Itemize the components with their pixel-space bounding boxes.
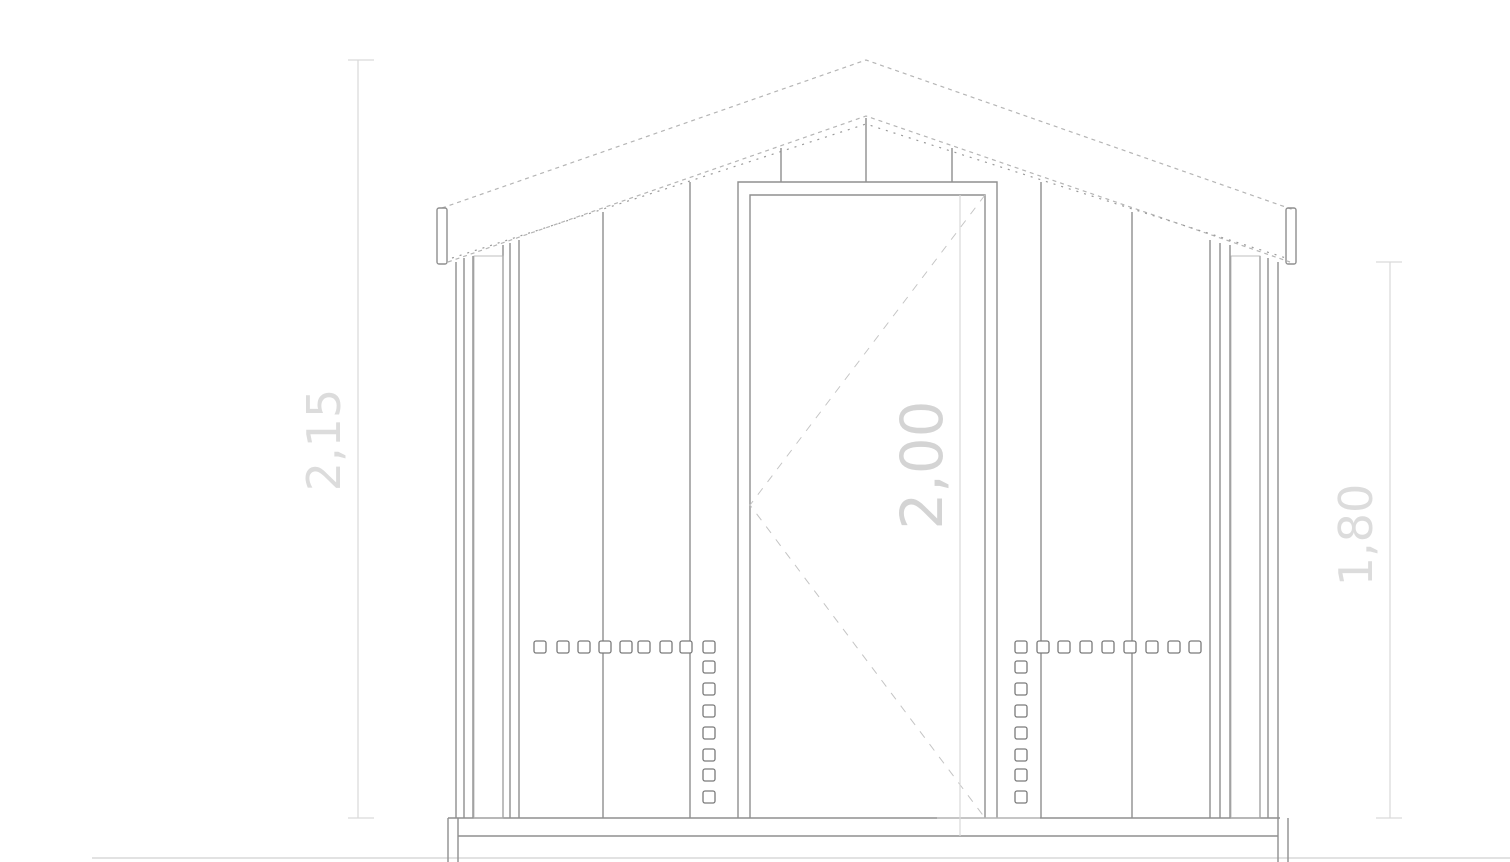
left-height-label: 2,15 [297, 389, 351, 491]
bolt [702, 748, 716, 762]
bolt [1014, 748, 1028, 762]
right-wall [1209, 240, 1279, 819]
door-swing-lines [749, 194, 1040, 819]
bolt [556, 640, 570, 654]
right-bolt-column [1014, 660, 1028, 804]
door-frame [737, 181, 998, 818]
bolt [702, 682, 716, 696]
door-dimension: 2,00 [888, 195, 961, 836]
bolt [702, 660, 716, 674]
bolt [1036, 640, 1050, 654]
right-dimension: 1,80 [1329, 261, 1402, 819]
right-wall-insulation [1230, 255, 1261, 819]
bolt [533, 640, 547, 654]
bolt [1014, 790, 1028, 804]
bolt [1014, 768, 1028, 782]
bolt [659, 640, 673, 654]
left-wall [455, 240, 520, 819]
bolt [702, 726, 716, 740]
bolt [1167, 640, 1181, 654]
bolt [1101, 640, 1115, 654]
door-height-label: 2,00 [888, 400, 956, 529]
bolt [1014, 726, 1028, 740]
bolt [679, 640, 693, 654]
bolt [1188, 640, 1202, 654]
bolt [1014, 704, 1028, 718]
left-dimension: 2,15 [297, 59, 374, 819]
bolt [702, 790, 716, 804]
bolt [1014, 682, 1028, 696]
bolt [702, 704, 716, 718]
left-bolt-row [533, 640, 716, 654]
right-height-label: 1,80 [1329, 484, 1383, 586]
bolt [702, 768, 716, 782]
bolt [1057, 640, 1071, 654]
bolt [1079, 640, 1093, 654]
left-bolt-column [702, 660, 716, 804]
roof [436, 59, 1297, 265]
bolt [637, 640, 651, 654]
interior-studs [602, 182, 1133, 818]
gable-studs [780, 118, 953, 182]
bolt [619, 640, 633, 654]
bolt [1145, 640, 1159, 654]
bolt [577, 640, 591, 654]
right-bolt-row [1014, 640, 1202, 654]
bolt [1014, 660, 1028, 674]
bolt [598, 640, 612, 654]
bolt [1014, 640, 1028, 654]
bolt [702, 640, 716, 654]
left-wall-insulation [473, 255, 504, 819]
floor-base [447, 817, 1289, 862]
bolt [1123, 640, 1137, 654]
